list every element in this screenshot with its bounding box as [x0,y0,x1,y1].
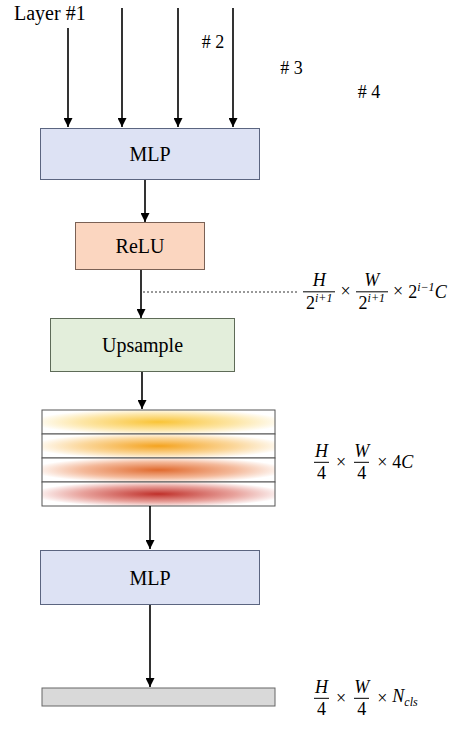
term: Ncls [392,686,417,710]
flow-arrows [142,372,150,687]
input-arrows [68,8,233,127]
fraction: H2i+1 [303,270,335,313]
dimension-formula: H4×W4×Ncls [312,677,418,719]
term: × [340,282,350,303]
term: × [377,688,387,709]
dimension-term: H [315,677,328,697]
flow-arrow [141,372,143,409]
denominator: 4 [354,698,369,720]
dimension-term: 2 [408,282,417,302]
dimension-term: W [364,270,379,290]
superscript: i−1 [417,280,434,294]
numerator: H [310,270,329,291]
denominator: 4 [314,462,329,484]
fraction: H4 [312,441,331,483]
numerator: W [351,677,372,698]
denominator: 2i+1 [356,291,388,314]
input-arrow [177,8,179,127]
mlp-box: MLP [40,550,260,605]
layer-label: # 2 [202,32,225,52]
feature-stack [42,410,275,506]
numerator: H [312,677,331,698]
term: 2i−1C [408,281,446,303]
fraction: W2i+1 [356,270,388,313]
feature-band [42,410,275,434]
dimension-term: C [401,452,413,472]
flow-arrow [149,605,151,687]
dimension-term: 4 [317,699,326,719]
numerator: W [361,270,382,291]
dimension-term: 4 [392,452,401,472]
fraction: W4 [351,677,372,719]
superscript: i+1 [368,291,385,305]
term: × [336,452,346,473]
term: × [336,688,346,709]
upsample-box: Upsample [50,318,235,372]
input-arrow [67,28,69,127]
dimension-term: H [315,441,328,461]
dimension-term: W [354,677,369,697]
dimension-term: W [354,441,369,461]
activation-box: ReLU [75,222,205,270]
layer-label: # 4 [358,82,381,102]
box-label: MLP [129,567,170,589]
layer-label: # 3 [280,58,303,78]
numerator: W [351,441,372,462]
term: 4C [392,452,413,473]
feature-band [42,482,275,506]
mlp-box: MLP [40,128,260,180]
denominator: 4 [354,462,369,484]
dimension-formula: H2i+1×W2i+1×2i−1C [303,270,447,313]
dimension-formula: H4×W4×4C [312,441,413,483]
box-label: Upsample [102,334,183,356]
box-label: MLP [129,143,170,165]
dimension-term: 2 [359,293,368,313]
dimension-term: 4 [317,463,326,483]
denominator: 4 [314,698,329,720]
denominator: 2i+1 [303,291,335,314]
output-bar [42,688,275,706]
leader-line [143,292,298,293]
flow-arrow [144,180,146,222]
superscript: i+1 [315,291,332,305]
dimension-term: × [393,282,403,302]
fraction: W4 [351,441,372,483]
term: × [393,282,403,303]
term: × [377,452,387,473]
box-label: ReLU [116,235,165,257]
input-arrow [121,8,123,127]
dimension-term: N [392,686,404,706]
dimension-term: × [377,688,387,708]
layer-label: Layer #1 [14,2,86,24]
dimension-term: 4 [357,699,366,719]
dimension-term: × [336,452,346,472]
input-arrow [232,8,234,127]
flow-arrow [140,270,142,318]
dimension-term: × [377,452,387,472]
dimension-term: 4 [357,463,366,483]
dimension-term: × [340,282,350,302]
dimension-term: × [336,688,346,708]
feature-band [42,458,275,482]
subscript: cls [404,695,417,709]
numerator: H [312,441,331,462]
flow-arrow [149,506,151,549]
fraction: H4 [312,677,331,719]
feature-band [42,434,275,458]
dimension-term: H [313,270,326,290]
dimension-term: C [435,282,447,302]
dimension-term: 2 [306,293,315,313]
